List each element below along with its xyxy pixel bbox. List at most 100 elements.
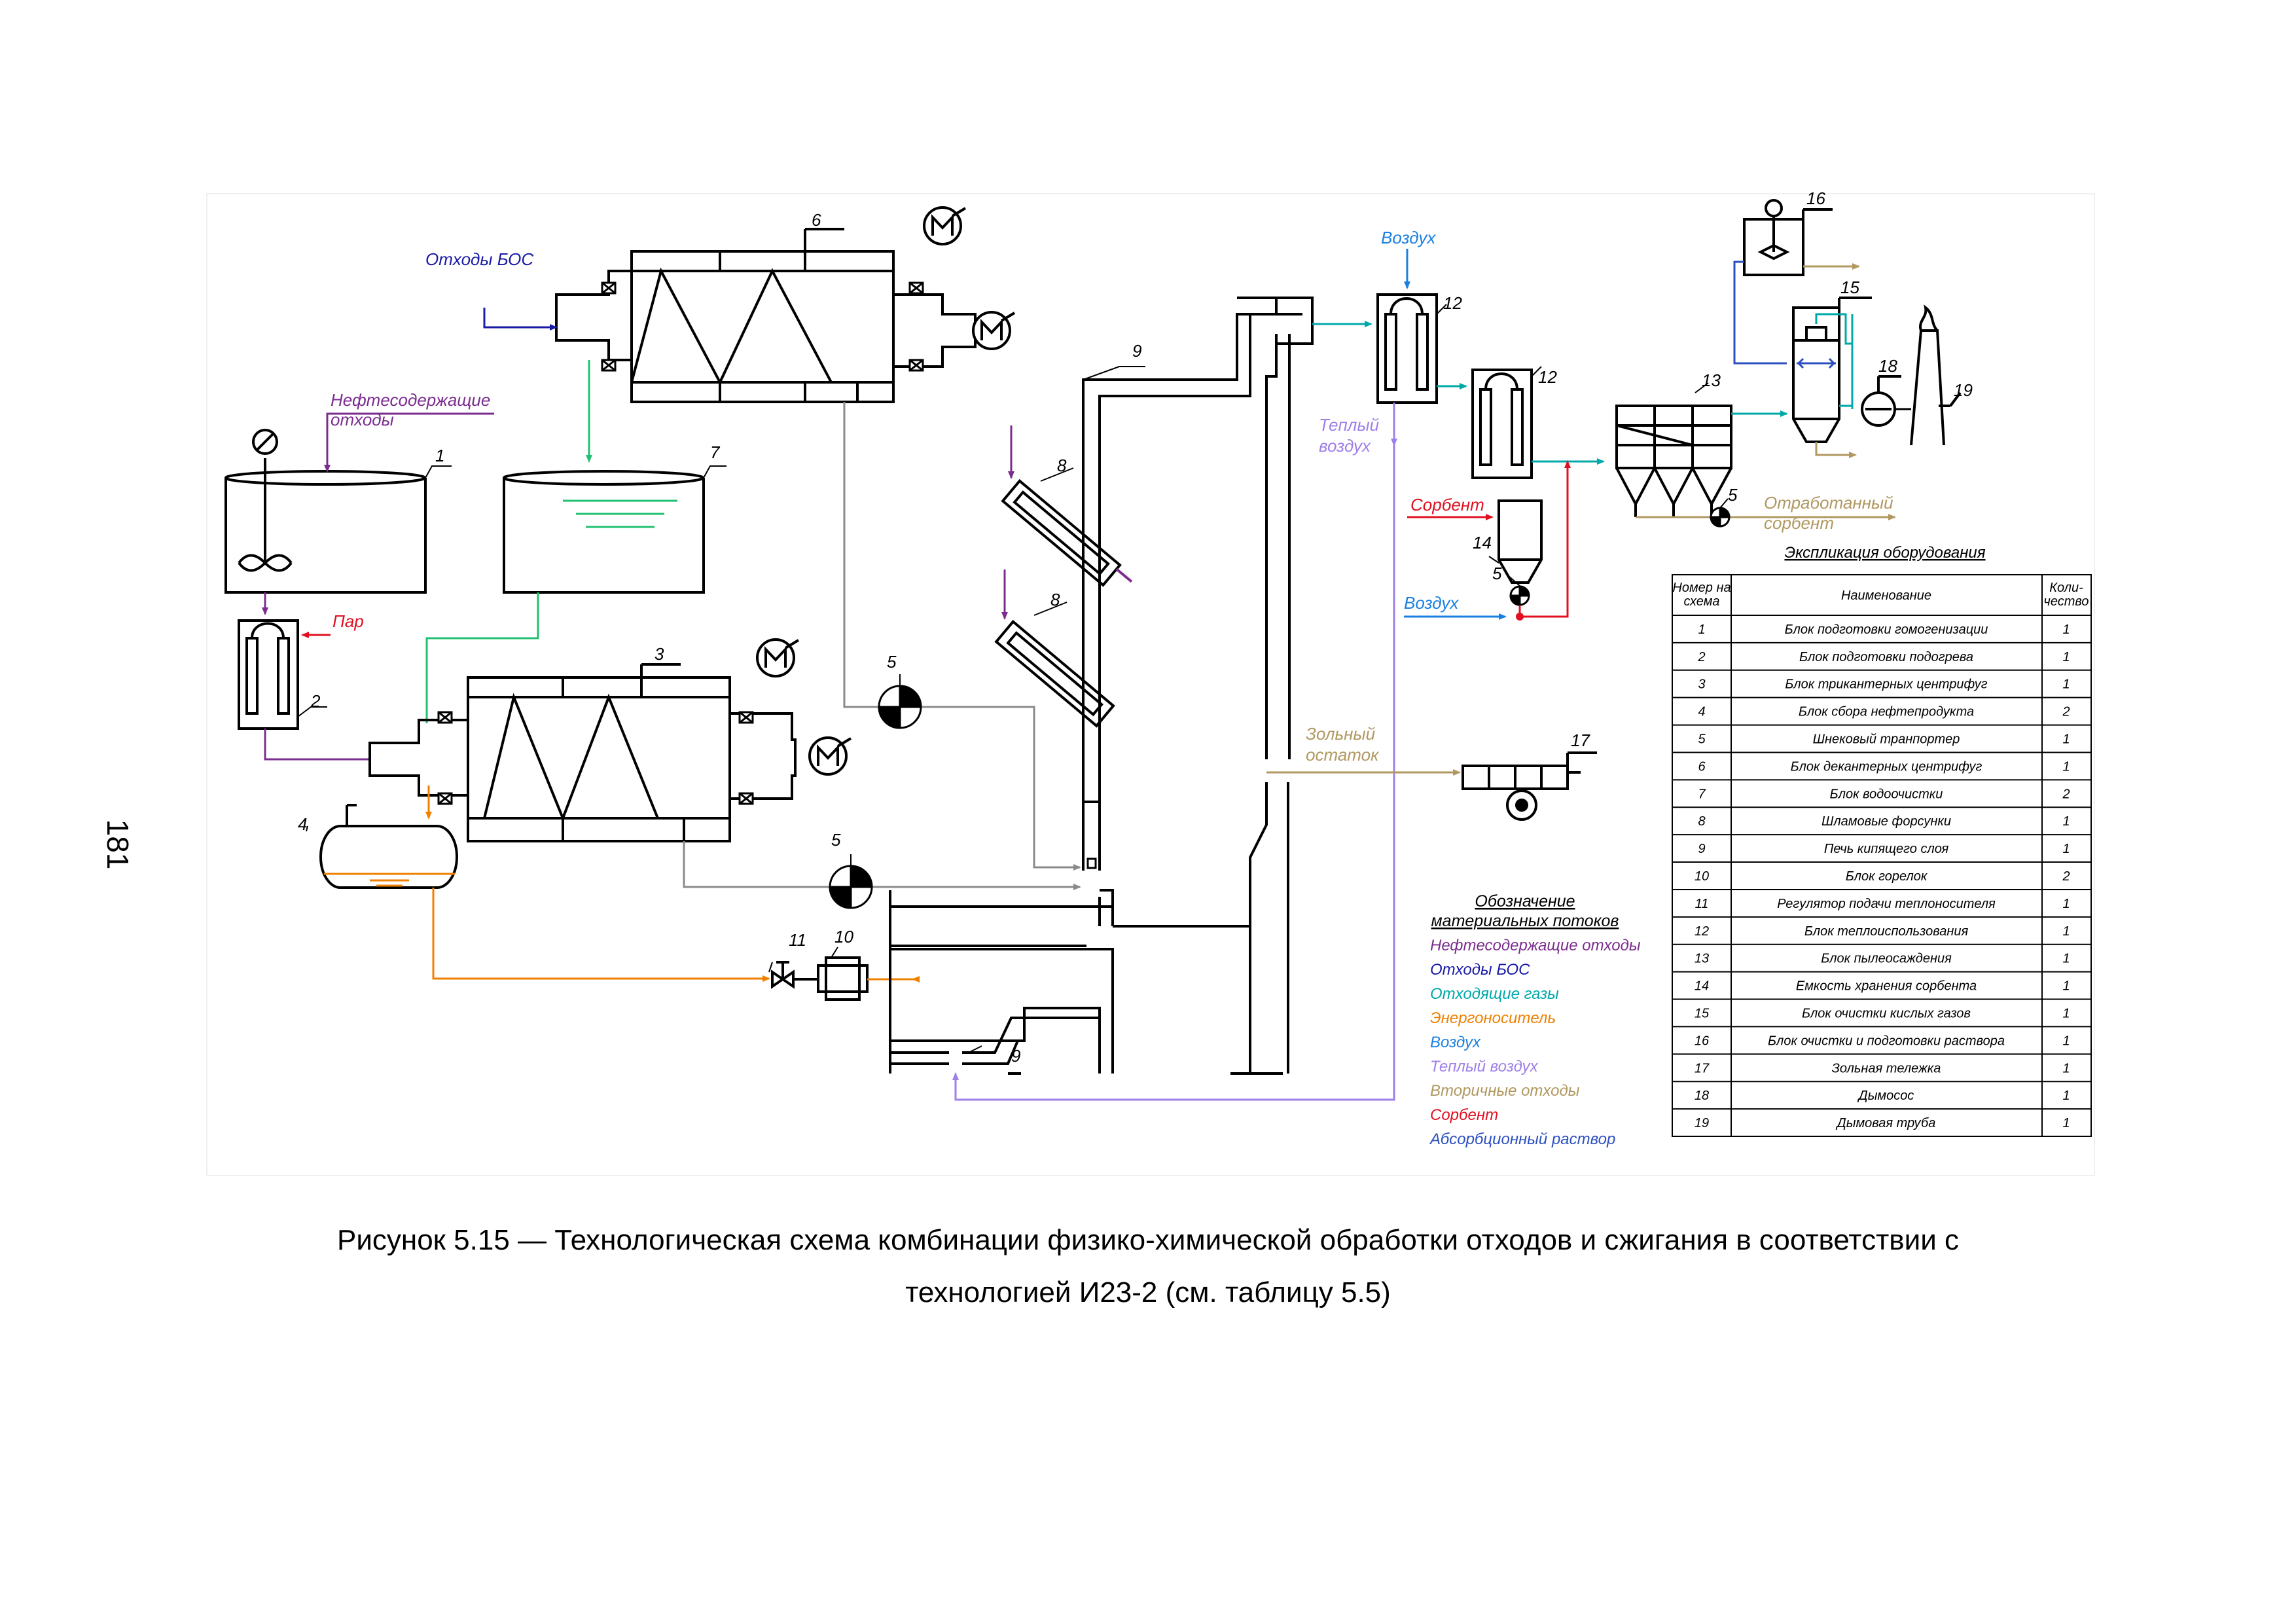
equipment-number-1: 1 — [435, 446, 444, 465]
absorption-solution-line — [1733, 261, 1787, 365]
table-cell-quantity: 1 — [2062, 814, 2070, 829]
flow-label-bos-waste: Отходы БОС — [425, 249, 533, 269]
bearing-symbols-3 — [437, 711, 754, 805]
table-cell-name: Блок горелок — [1846, 869, 1928, 884]
table-cell-number: 4 — [1698, 705, 1705, 719]
table-cell-number: 14 — [1695, 979, 1709, 994]
equipment-number-3: 3 — [655, 644, 664, 664]
sorbent-feed-line — [1518, 460, 1571, 618]
solids-line-6-furnace — [843, 402, 1081, 871]
explication-header-qty-2: чество — [2043, 594, 2089, 609]
table-cell-number: 15 — [1695, 1006, 1710, 1020]
table-cell-name: Блок пылеосаждения — [1821, 952, 1952, 966]
table-cell-number: 17 — [1695, 1061, 1710, 1075]
table-cell-quantity: 1 — [2062, 677, 2070, 692]
sludge-nozzle-8-upper — [1001, 478, 1133, 587]
table-cell-number: 19 — [1695, 1116, 1709, 1130]
table-cell-quantity: 1 — [2062, 897, 2070, 911]
equipment-number-labels: 1 2 3 4 5 5 5 5 6 7 8 8 9 9 10 11 12 12 … — [298, 189, 1973, 1066]
heat-recovery-block-12a — [1376, 293, 1438, 404]
table-cell-quantity: 2 — [2062, 869, 2070, 884]
solution-prep-block-16 — [1743, 199, 1833, 276]
equipment-explication: Экспликация оборудования Номер на схема … — [1672, 544, 2092, 1137]
nozzle-8-upper-leader — [1040, 467, 1074, 482]
page-number: 181 — [101, 819, 135, 870]
explication-header-name: Наименование — [1841, 588, 1931, 603]
flow-label-warm-air-1: Теплый — [1319, 415, 1379, 435]
equipment-number-4: 4 — [298, 814, 307, 834]
smoke-exhauster-18 — [1861, 375, 1901, 427]
equipment-number-15: 15 — [1840, 278, 1859, 297]
flow-label-spent-sorbent-1: Отработанный — [1764, 493, 1893, 513]
heat-recovery-block-12b — [1471, 369, 1533, 479]
sludge-nozzle-8-lower — [994, 619, 1115, 728]
homogenization-tank-1 — [224, 429, 427, 594]
table-cell-name: Дымосос — [1857, 1089, 1914, 1103]
equipment-number-5-upper: 5 — [887, 652, 897, 672]
table-cell-quantity: 1 — [2062, 1006, 2070, 1020]
motor-icon — [923, 206, 967, 245]
table-cell-number: 1 — [1698, 623, 1705, 637]
equipment-number-9-upper: 9 — [1132, 341, 1141, 361]
equipment-number-12b: 12 — [1538, 367, 1557, 387]
table-cell-number: 7 — [1698, 787, 1706, 801]
legend-item: Сорбент — [1430, 1106, 1498, 1124]
legend-title-line-1: Обозначение — [1475, 892, 1575, 911]
table-cell-quantity: 1 — [2062, 759, 2070, 774]
energy-line-4-11 — [432, 888, 770, 982]
explication-row-lines — [1672, 615, 2091, 1110]
explication-title: Экспликация оборудования — [1784, 544, 1985, 562]
equipment-number-12a: 12 — [1443, 293, 1462, 313]
table-cell-number: 11 — [1695, 897, 1709, 911]
explication-table — [1672, 574, 2092, 1137]
table-cell-quantity: 1 — [2062, 979, 2070, 994]
table-cell-number: 12 — [1695, 924, 1709, 939]
legend-item: Энергоноситель — [1430, 1009, 1556, 1027]
warm-air-line — [952, 403, 1395, 1101]
flow-label-air-bottom: Воздух — [1404, 593, 1459, 613]
table-cell-quantity: 1 — [2062, 732, 2070, 747]
table-cell-name: Блок подготовки подогрева — [1799, 650, 1973, 664]
table-cell-name: Блок теплоиспользования — [1804, 924, 1969, 939]
explication-header-qty-1: Коли- — [2049, 581, 2083, 595]
scrubber-drain-line — [1815, 442, 1857, 458]
table-cell-number: 10 — [1695, 869, 1709, 884]
table-cell-name: Блок водоочистки — [1830, 787, 1943, 801]
table-cell-name: Блок декантерных центрифуг — [1791, 759, 1982, 774]
junction-dot — [1516, 613, 1524, 621]
tricanter-centrifuge-3 — [368, 663, 797, 842]
table-cell-quantity: 1 — [2062, 952, 2070, 966]
equipment-number-5-lower: 5 — [831, 830, 841, 850]
legend-item: Вторичные отходы — [1430, 1082, 1580, 1100]
equipment-number-7: 7 — [710, 442, 721, 462]
table-cell-name: Зольная тележка — [1832, 1061, 1941, 1075]
legend-item: Отходы БОС — [1430, 961, 1530, 979]
legend-item: Воздух — [1430, 1034, 1481, 1051]
table-cell-name: Блок трикантерных центрифуг — [1785, 677, 1987, 692]
ash-cart-17 — [1462, 751, 1597, 821]
table-cell-quantity: 1 — [2062, 1061, 2070, 1075]
equipment-number-16: 16 — [1806, 189, 1825, 208]
motor-icon — [972, 311, 1016, 350]
material-flow-legend: Обозначение материальных потоков Нефтесо… — [1429, 892, 1641, 1148]
table-cell-quantity: 1 — [2062, 1034, 2070, 1048]
table-cell-quantity: 1 — [2062, 924, 2070, 939]
equipment-number-13: 13 — [1702, 370, 1721, 390]
screw-conveyor-5-lower — [829, 865, 873, 909]
equipment-number-5-sorbent: 5 — [1492, 564, 1502, 583]
flow-label-air-top: Воздух — [1381, 228, 1436, 247]
flow-label-spent-sorbent-2: сорбент — [1764, 513, 1834, 533]
equipment-number-8-upper: 8 — [1057, 456, 1067, 475]
table-cell-number: 13 — [1695, 952, 1709, 966]
table-cell-number: 9 — [1698, 842, 1705, 856]
table-cell-quantity: 1 — [2062, 623, 2070, 637]
table-cell-number: 5 — [1698, 732, 1706, 747]
oil-waste-inlet-line — [324, 412, 494, 473]
screw-conveyor-5-upper — [878, 685, 922, 729]
flow-label-warm-air-2: воздух — [1319, 436, 1371, 456]
flow-label-sorbent: Сорбент — [1410, 495, 1484, 514]
chimney-19 — [1910, 304, 1962, 446]
table-cell-number: 8 — [1698, 814, 1705, 829]
absorption-spray-marks — [1797, 357, 1836, 369]
